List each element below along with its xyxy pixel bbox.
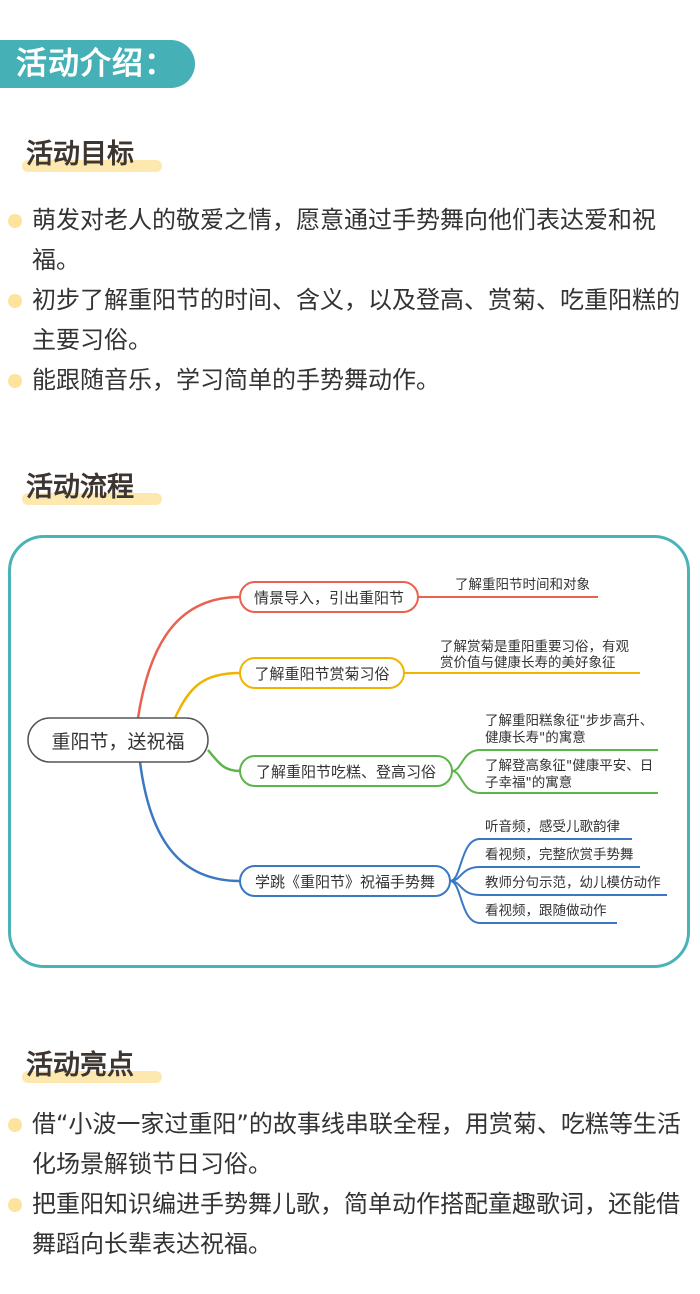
branch-node-3 [239,755,453,787]
branch-label: 学跳《重阳节》祝福手势舞 [255,873,435,891]
item-text: 初步了解重阳节的时间、含义，以及登高、赏菊、吃重阳糕的主要习俗。 [32,286,680,354]
highlights-heading-text: 活动亮点 [26,1050,134,1081]
leaf-text: 子幸福"的寓意 [485,774,572,791]
bullet-icon [8,294,22,308]
leaf-text: 赏价值与健康长寿的美好象征 [440,654,616,671]
leaf-lines [449,838,667,924]
branch-node-4 [239,865,451,897]
root-label: 重阳节，送祝福 [51,731,184,753]
list-item: 初步了解重阳节的时间、含义，以及登高、赏菊、吃重阳糕的主要习俗。 [0,280,700,360]
section-banner: 活动介绍： [0,40,195,88]
item-text: 借“小波一家过重阳”的故事线串联全程，用赏菊、吃糕等生活化场景解锁节日习俗。 [32,1110,681,1178]
goals-list: 萌发对老人的敬爱之情，愿意通过手势舞向他们表达爱和祝福。 初步了解重阳节的时间、… [0,200,700,400]
goals-heading-text: 活动目标 [26,139,134,170]
process-heading-text: 活动流程 [26,472,134,503]
branch-connector-2 [173,671,241,719]
leaf-text: 了解重阳节时间和对象 [455,577,590,593]
heading-underline [22,1071,162,1083]
item-text: 萌发对老人的敬爱之情，愿意通过手势舞向他们表达爱和祝福。 [32,206,656,274]
highlights-list: 借“小波一家过重阳”的故事线串联全程，用赏菊、吃糕等生活化场景解锁节日习俗。 把… [0,1104,700,1264]
branch-connector-1 [136,595,241,719]
bullet-icon [8,1198,22,1212]
process-heading: 活动流程 [22,465,162,505]
bullet-icon [8,214,22,228]
heading-underline [22,160,162,172]
root-node [27,717,209,763]
leaf-text: 听音频，感受儿歌韵律 [485,818,620,835]
list-item: 萌发对老人的敬爱之情，愿意通过手势舞向他们表达爱和祝福。 [0,200,700,280]
leaf-text: 看视频，跟随做动作 [485,903,607,919]
goals-heading: 活动目标 [22,132,162,172]
leaf-text: 教师分句示范，幼儿模仿动作 [485,875,661,891]
leaf-text: 健康长寿"的寓意 [485,729,586,746]
bullet-icon [8,1118,22,1132]
mindmap-frame [8,535,690,968]
leaf-text: 了解重阳糕象征"步步高升、 [485,712,653,729]
branch-label: 了解重阳节赏菊习俗 [254,665,389,683]
bullet-icon [8,374,22,388]
list-item: 能跟随音乐，学习简单的手势舞动作。 [0,360,700,400]
item-text: 能跟随音乐，学习简单的手势舞动作。 [32,366,440,394]
leaf-text: 了解赏菊是重阳重要习俗，有观 [440,639,629,655]
branch-connector-4 [138,761,241,883]
leaf-lines [451,749,658,794]
heading-underline [22,493,162,505]
leaf-text: 了解登高象征"健康平安、日 [485,757,653,774]
leaf-text: 看视频，完整欣赏手势舞 [485,847,634,863]
branch-connector-3 [207,749,241,773]
list-item: 把重阳知识编进手势舞儿歌，简单动作搭配童趣歌词，还能借舞蹈向长辈表达祝福。 [0,1184,700,1264]
highlights-heading: 活动亮点 [22,1043,162,1083]
branch-label: 了解重阳节吃糕、登高习俗 [256,763,436,781]
branch-node-1 [239,581,419,613]
list-item: 借“小波一家过重阳”的故事线串联全程，用赏菊、吃糕等生活化场景解锁节日习俗。 [0,1104,700,1184]
branch-node-2 [239,657,405,689]
item-text: 把重阳知识编进手势舞儿歌，简单动作搭配童趣歌词，还能借舞蹈向长辈表达祝福。 [32,1190,680,1258]
branch-label: 情景导入，引出重阳节 [254,589,404,607]
